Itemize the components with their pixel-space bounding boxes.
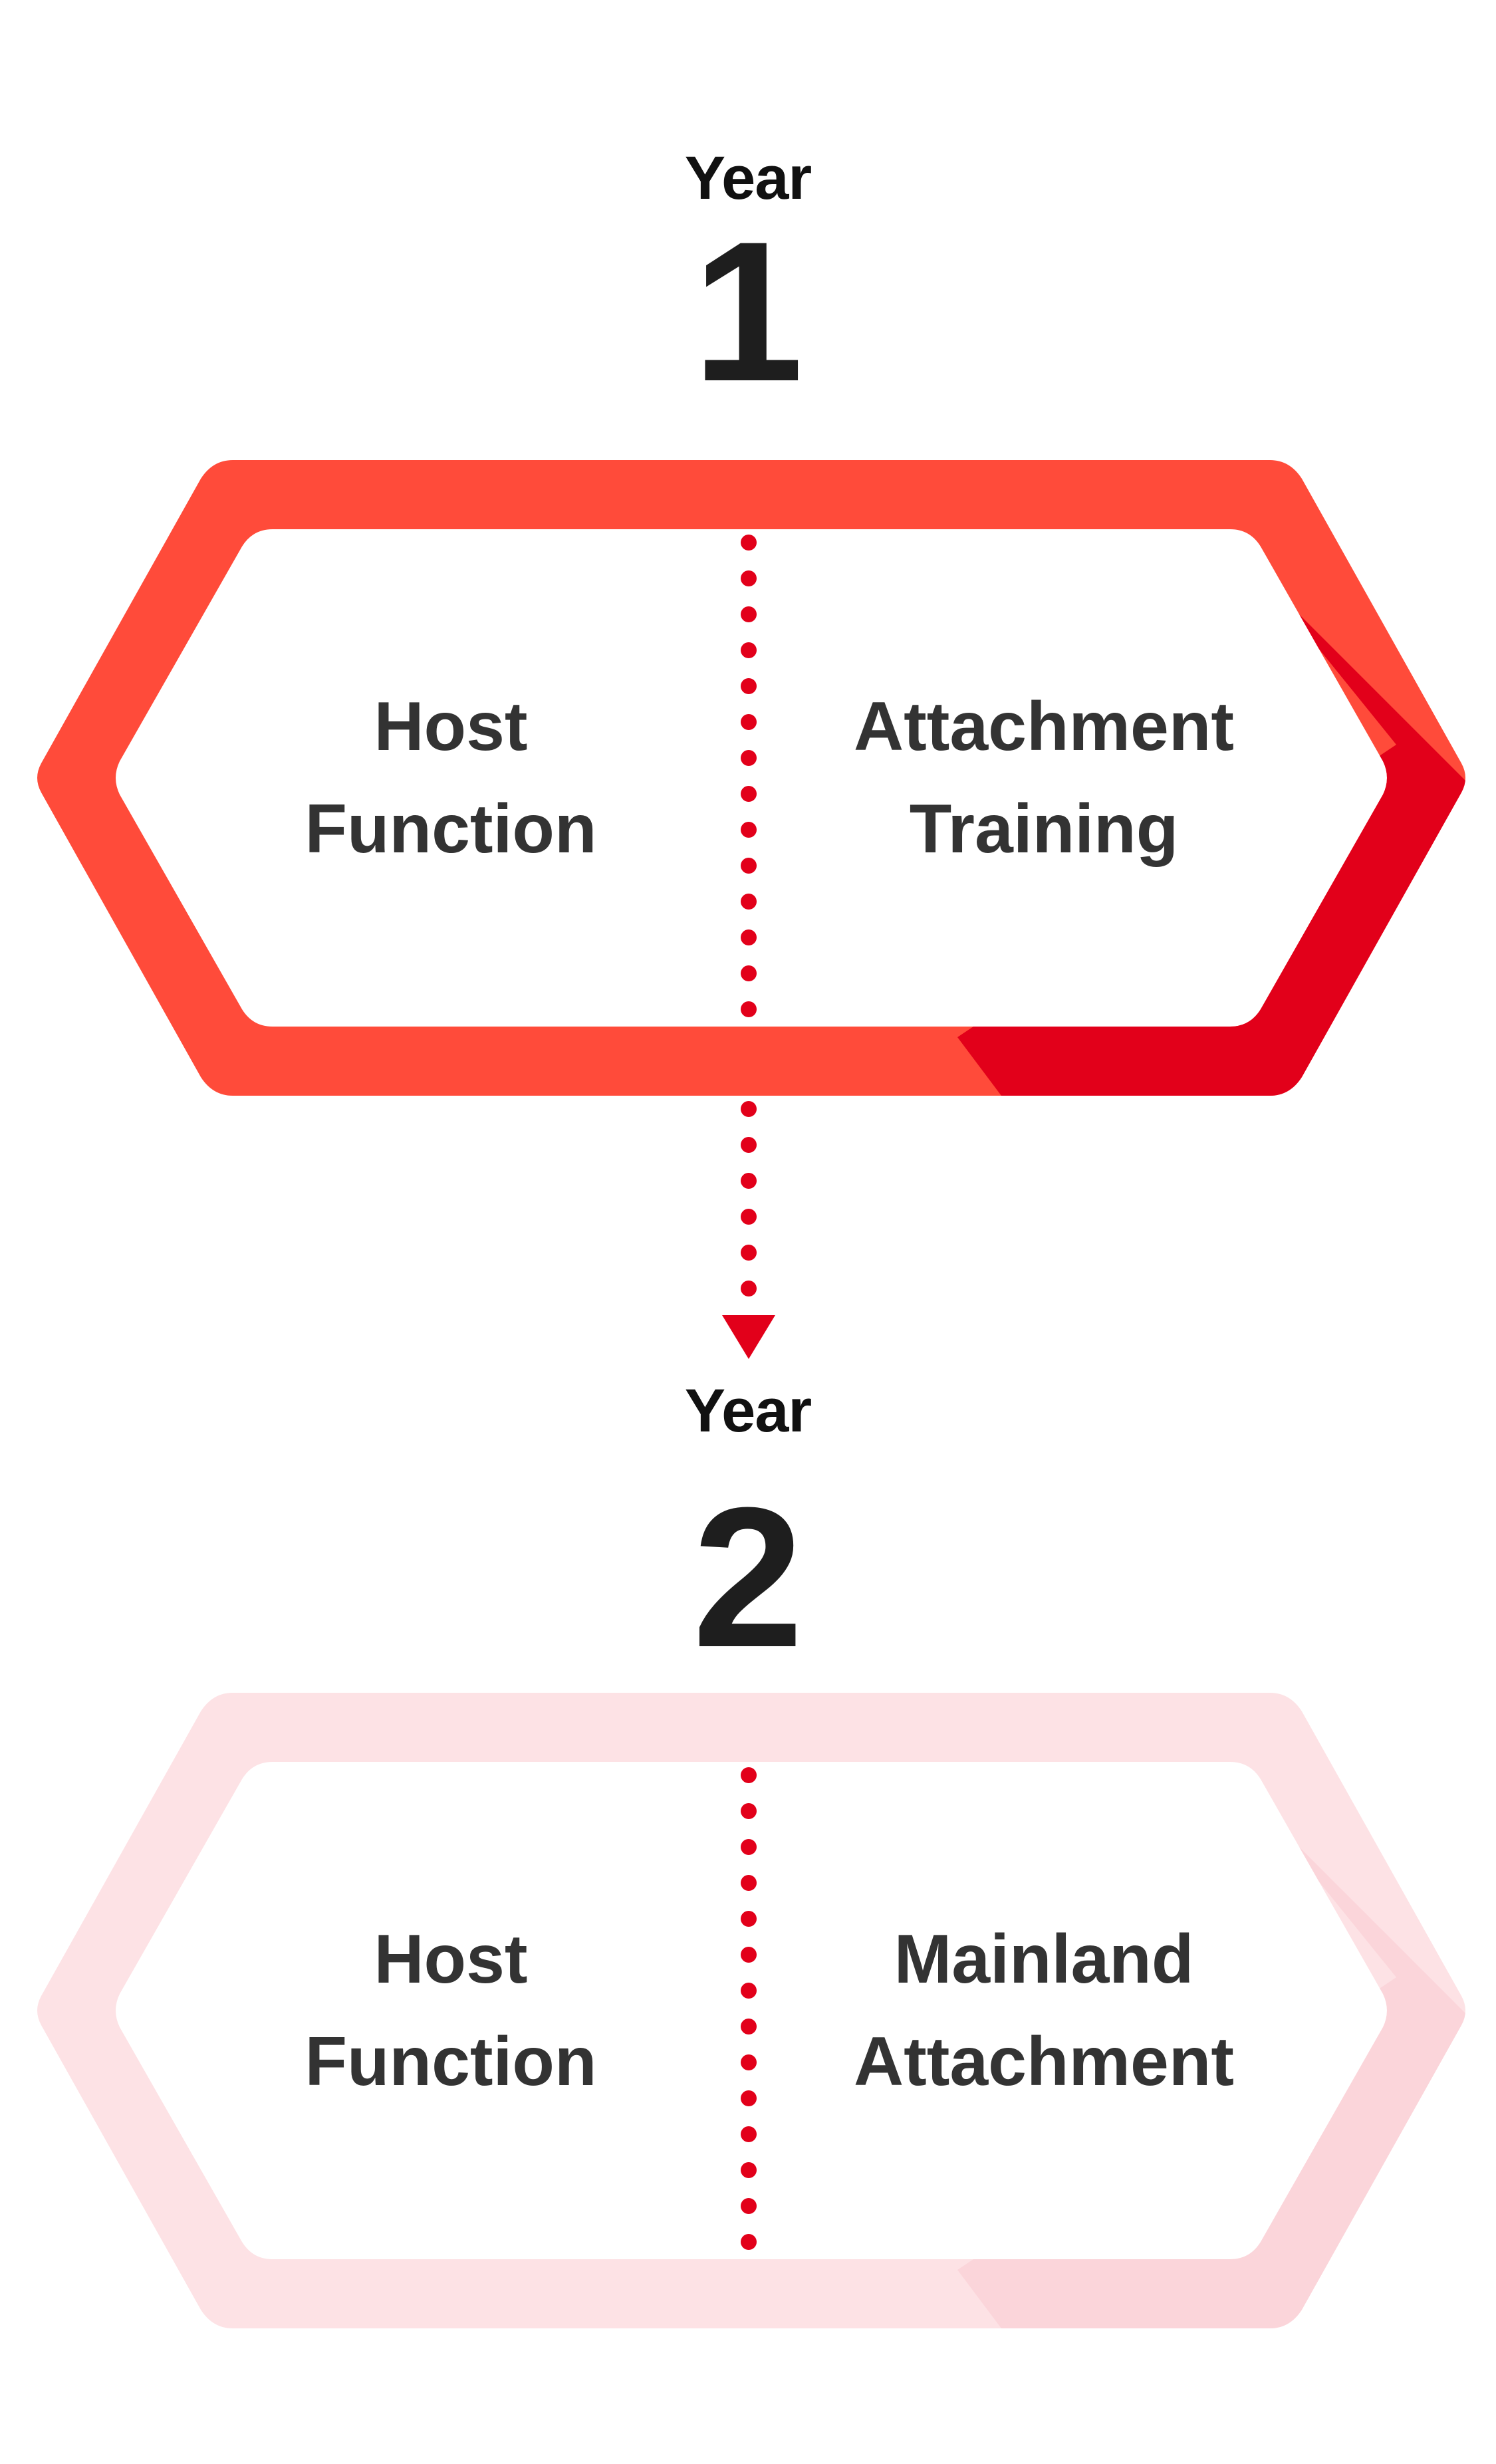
- year2-left-cell: Host Function: [218, 1908, 684, 2113]
- year1-dotted-divider: [741, 535, 757, 1017]
- divider-dot: [741, 894, 757, 910]
- year1-number: 1: [692, 199, 804, 423]
- divider-dot: [741, 786, 757, 802]
- divider-dot: [741, 1947, 757, 1963]
- year2-left-line2: Function: [305, 2023, 597, 2100]
- divider-dot: [741, 1767, 757, 1783]
- connector-dot: [741, 1173, 757, 1189]
- divider-dot: [741, 822, 757, 838]
- year1-left-line2: Function: [305, 791, 597, 868]
- year2-dotted-divider: [741, 1767, 757, 2250]
- divider-dot: [741, 1839, 757, 1855]
- year2-left-line1: Host: [374, 1921, 528, 1998]
- year1-right-line2: Training: [909, 791, 1179, 868]
- divider-dot: [741, 1911, 757, 1927]
- divider-dot: [741, 858, 757, 874]
- divider-dot: [741, 678, 757, 694]
- divider-dot: [741, 2090, 757, 2106]
- divider-dot: [741, 606, 757, 622]
- year2-right-line2: Attachment: [853, 2023, 1235, 2100]
- divider-dot: [741, 750, 757, 766]
- connector-dot: [741, 1209, 757, 1225]
- divider-dot: [741, 2162, 757, 2178]
- divider-dot: [741, 535, 757, 551]
- year1-left-cell: Host Function: [218, 676, 684, 880]
- divider-dot: [741, 1875, 757, 1891]
- connector-dot: [741, 1245, 757, 1261]
- divider-dot: [741, 2126, 757, 2142]
- connector-dot: [741, 1101, 757, 1117]
- year1-label: Year: [684, 144, 812, 212]
- divider-dot: [741, 2054, 757, 2070]
- year2-number: 2: [692, 1465, 804, 1689]
- divider-dot: [741, 1803, 757, 1819]
- year1-right-line1: Attachment: [853, 688, 1235, 765]
- divider-dot: [741, 570, 757, 586]
- year2-right-line1: Mainland: [894, 1921, 1194, 1998]
- connector-dot: [741, 1281, 757, 1296]
- divider-dot: [741, 2019, 757, 2034]
- divider-dot: [741, 929, 757, 945]
- divider-dot: [741, 1983, 757, 1999]
- year-connector-dotted-line: [741, 1101, 757, 1296]
- down-arrow-icon: [722, 1315, 775, 1359]
- connector-dot: [741, 1137, 757, 1153]
- year2-right-cell: Mainland Attachment: [811, 1908, 1277, 2113]
- divider-dot: [741, 2234, 757, 2250]
- divider-dot: [741, 1001, 757, 1017]
- divider-dot: [741, 642, 757, 658]
- year1-right-cell: Attachment Training: [811, 676, 1277, 880]
- divider-dot: [741, 2198, 757, 2214]
- divider-dot: [741, 714, 757, 730]
- year2-label: Year: [684, 1377, 812, 1445]
- divider-dot: [741, 965, 757, 981]
- year1-left-line1: Host: [374, 688, 528, 765]
